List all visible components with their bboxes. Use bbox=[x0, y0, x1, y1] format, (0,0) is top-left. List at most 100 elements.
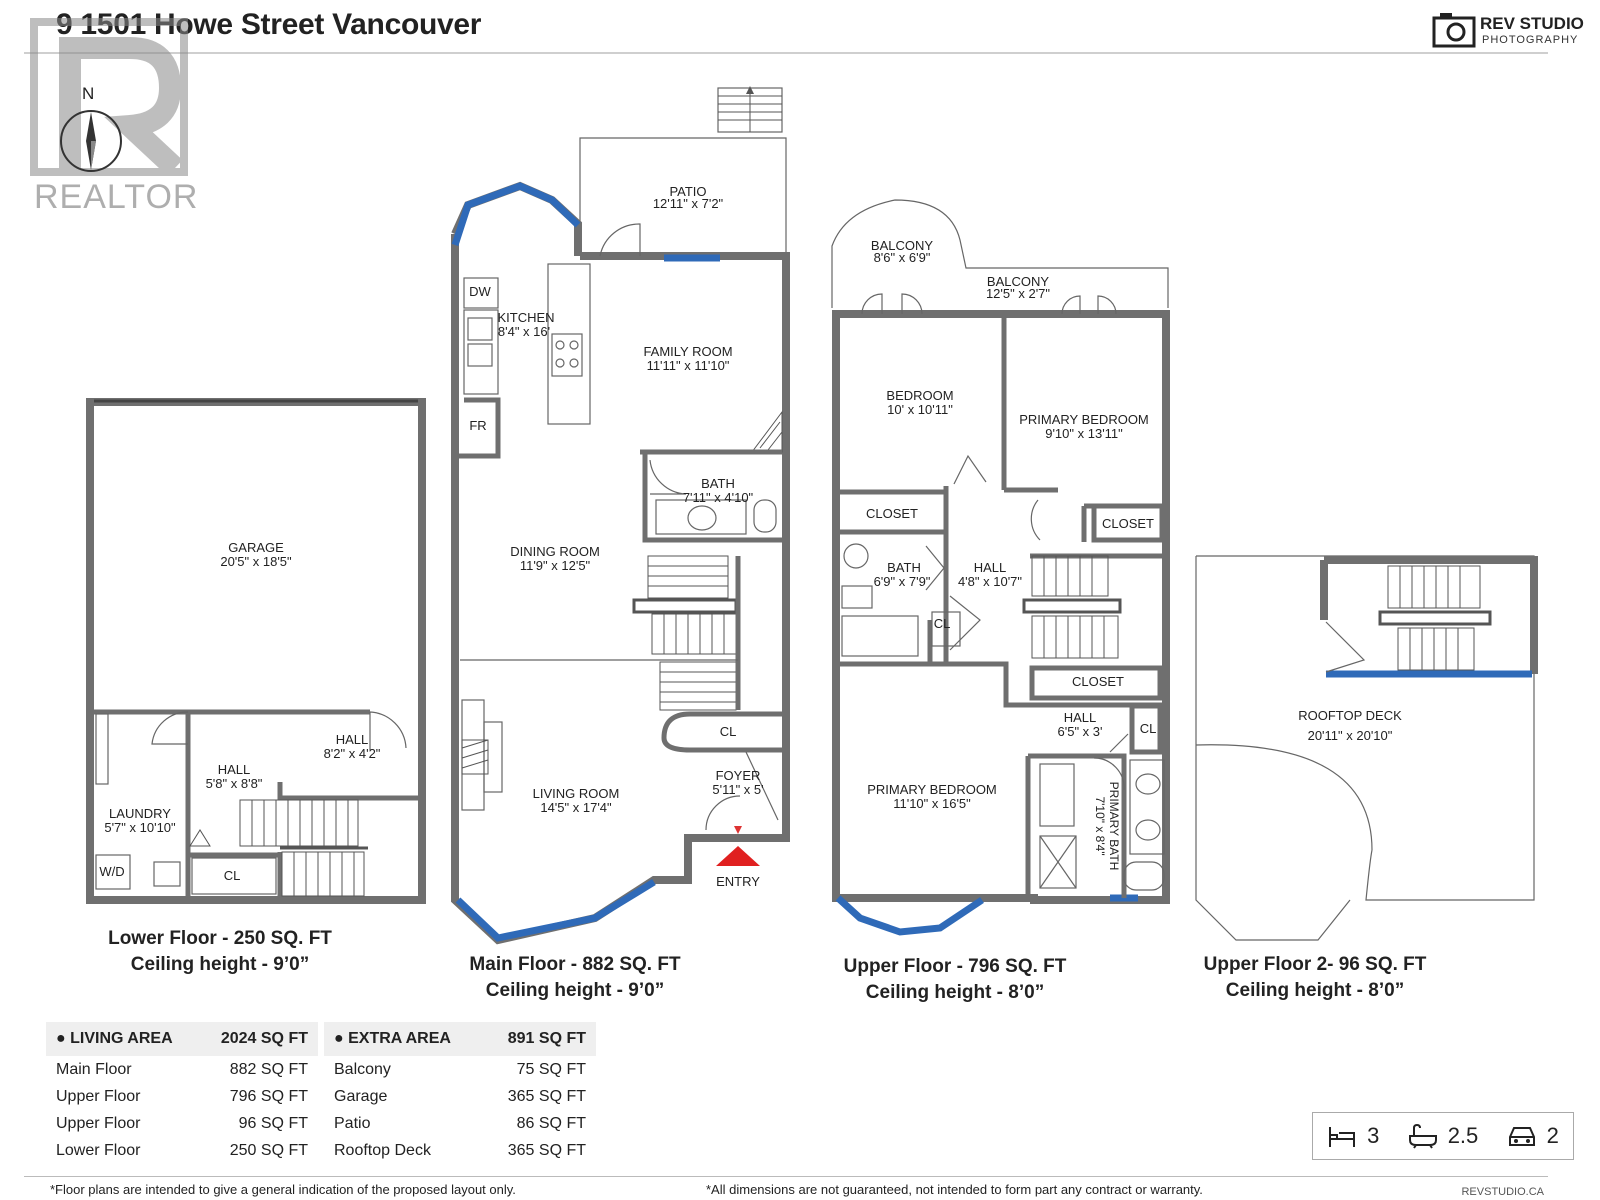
room-label: CLOSET bbox=[866, 506, 918, 521]
upper-floor-2-caption: Upper Floor 2- 96 SQ. FT Ceiling height … bbox=[1160, 952, 1470, 1004]
extra-area-title: ● EXTRA AREA bbox=[334, 1030, 451, 1047]
entry-marker-icon bbox=[716, 846, 760, 866]
room-label: KITCHEN bbox=[497, 310, 554, 325]
main-floor-plan bbox=[451, 86, 790, 945]
room-dim: 8'6" x 6'9" bbox=[874, 250, 931, 265]
compass-icon bbox=[60, 110, 122, 172]
room-dim: 10' x 10'11" bbox=[887, 402, 953, 417]
caption-line: Ceiling height - 9’0” bbox=[130, 954, 310, 975]
room-dim: 6'9" x 7'9" bbox=[874, 574, 931, 589]
room-label: LIVING ROOM bbox=[533, 786, 620, 801]
property-stats: 3 2.5 2 bbox=[1312, 1112, 1574, 1160]
realtor-watermark-text: REALTOR bbox=[34, 178, 199, 216]
room-label: CL bbox=[224, 868, 241, 883]
room-dim: 12'5" x 2'7" bbox=[986, 286, 1050, 301]
room-dim: 7'11" x 4'10" bbox=[683, 490, 754, 505]
room-label: BEDROOM bbox=[886, 388, 953, 403]
living-area-total: 2024 SQ FT bbox=[220, 1030, 308, 1047]
room-dim: 14'5" x 17'4" bbox=[540, 800, 612, 815]
lower-floor-caption: Lower Floor - 250 SQ. FT Ceiling height … bbox=[70, 926, 370, 978]
caption-line: Main Floor - 882 SQ. FT bbox=[469, 954, 681, 975]
room-label: PATIO bbox=[669, 184, 706, 199]
room-label: CLOSET bbox=[1102, 516, 1154, 531]
dimensions-disclaimer: *All dimensions are not guaranteed, not … bbox=[706, 1182, 1203, 1197]
bed-icon bbox=[1329, 1127, 1356, 1147]
upper-floor-caption: Upper Floor - 796 SQ. FT Ceiling height … bbox=[800, 954, 1110, 1006]
caption-line: Upper Floor - 796 SQ. FT bbox=[843, 956, 1067, 977]
room-label: CL bbox=[1140, 721, 1157, 736]
room-dim: 5'11" x 5' bbox=[712, 782, 763, 797]
caption-line: Upper Floor 2- 96 SQ. FT bbox=[1203, 954, 1427, 975]
room-label: LAUNDRY bbox=[109, 806, 171, 821]
caption-line: Ceiling height - 8’0” bbox=[865, 982, 1045, 1003]
caption-line: Ceiling height - 9’0” bbox=[485, 980, 665, 1001]
room-label: HALL bbox=[974, 560, 1007, 575]
main-floor-caption: Main Floor - 882 SQ. FT Ceiling height -… bbox=[420, 952, 730, 1004]
room-label: HALL bbox=[336, 732, 369, 747]
bathrooms-stat: 2.5 bbox=[1408, 1123, 1479, 1149]
realtor-logo bbox=[30, 18, 188, 177]
room-dim: 11'10" x 16'5" bbox=[893, 796, 971, 811]
room-dim: 4'8" x 10'7" bbox=[958, 574, 1022, 589]
room-dim: 11'9" x 12'5" bbox=[520, 558, 591, 573]
extra-area-header: ● EXTRA AREA 891 SQ FT bbox=[324, 1022, 596, 1056]
bathtub-icon bbox=[1408, 1123, 1437, 1149]
room-label: HALL bbox=[218, 762, 251, 777]
website-label: REVSTUDIO.CA bbox=[1461, 1186, 1544, 1198]
room-label: HALL bbox=[1064, 710, 1097, 725]
room-label: BALCONY bbox=[871, 238, 933, 253]
room-label: ENTRY bbox=[716, 874, 760, 889]
north-compass: N bbox=[56, 84, 126, 174]
room-label: DW bbox=[469, 284, 491, 299]
room-dim: 5'7" x 10'10" bbox=[104, 820, 176, 835]
room-label: BATH bbox=[887, 560, 921, 575]
living-area-title: ● LIVING AREA bbox=[56, 1030, 173, 1047]
car-icon bbox=[1508, 1127, 1535, 1146]
room-dim: 11'11" x 11'10" bbox=[647, 358, 730, 373]
rev-studio-logo: REV STUDIO PHOTOGRAPHY bbox=[1432, 12, 1584, 52]
room-label: BATH bbox=[701, 476, 735, 491]
upper-floor-plan bbox=[831, 199, 1170, 936]
room-dim: 20'5" x 18'5" bbox=[220, 554, 292, 569]
room-label: CL bbox=[720, 724, 737, 739]
room-dim: 8'2" x 4'2" bbox=[324, 746, 381, 761]
footer-divider bbox=[24, 1176, 1548, 1177]
room-label: FAMILY ROOM bbox=[643, 344, 732, 359]
room-dim: 7'10" x 8'4" bbox=[1093, 796, 1107, 855]
caption-line: Lower Floor - 250 SQ. FT bbox=[108, 928, 332, 949]
brand-subtitle: PHOTOGRAPHY bbox=[1482, 34, 1579, 46]
parking-stat: 2 bbox=[1507, 1123, 1559, 1149]
room-label: BALCONY bbox=[987, 274, 1049, 289]
floorplan-disclaimer: *Floor plans are intended to give a gene… bbox=[50, 1182, 516, 1197]
bedrooms-count: 3 bbox=[1367, 1123, 1380, 1148]
room-dim: 5'8" x 8'8" bbox=[206, 776, 263, 791]
compass-north-label: N bbox=[82, 84, 95, 103]
parking-count: 2 bbox=[1546, 1123, 1559, 1148]
brand-name: REV STUDIO bbox=[1480, 14, 1584, 33]
floor-plans: .w{stroke:#6f6f6f;stroke-width:8;fill:no… bbox=[86, 86, 1538, 945]
room-label: DINING ROOM bbox=[510, 544, 600, 559]
room-label: FR bbox=[469, 418, 486, 433]
room-dim: 9'10" x 13'11" bbox=[1045, 426, 1123, 441]
room-label: PRIMARY BEDROOM bbox=[1019, 412, 1149, 427]
room-label: PRIMARY BEDROOM bbox=[867, 782, 997, 797]
living-area-header: ● LIVING AREA 2024 SQ FT bbox=[46, 1022, 318, 1056]
upper-floor-2-plan bbox=[1195, 555, 1538, 941]
extra-area-total: 891 SQ FT bbox=[507, 1030, 586, 1047]
header-divider bbox=[24, 52, 1548, 54]
bathrooms-count: 2.5 bbox=[1447, 1123, 1479, 1148]
room-label: W/D bbox=[99, 864, 124, 879]
room-label: CLOSET bbox=[1072, 674, 1124, 689]
room-dim: 12'11" x 7'2" bbox=[653, 196, 724, 211]
room-label: GARAGE bbox=[228, 540, 284, 555]
bedrooms-stat: 3 bbox=[1327, 1123, 1379, 1149]
